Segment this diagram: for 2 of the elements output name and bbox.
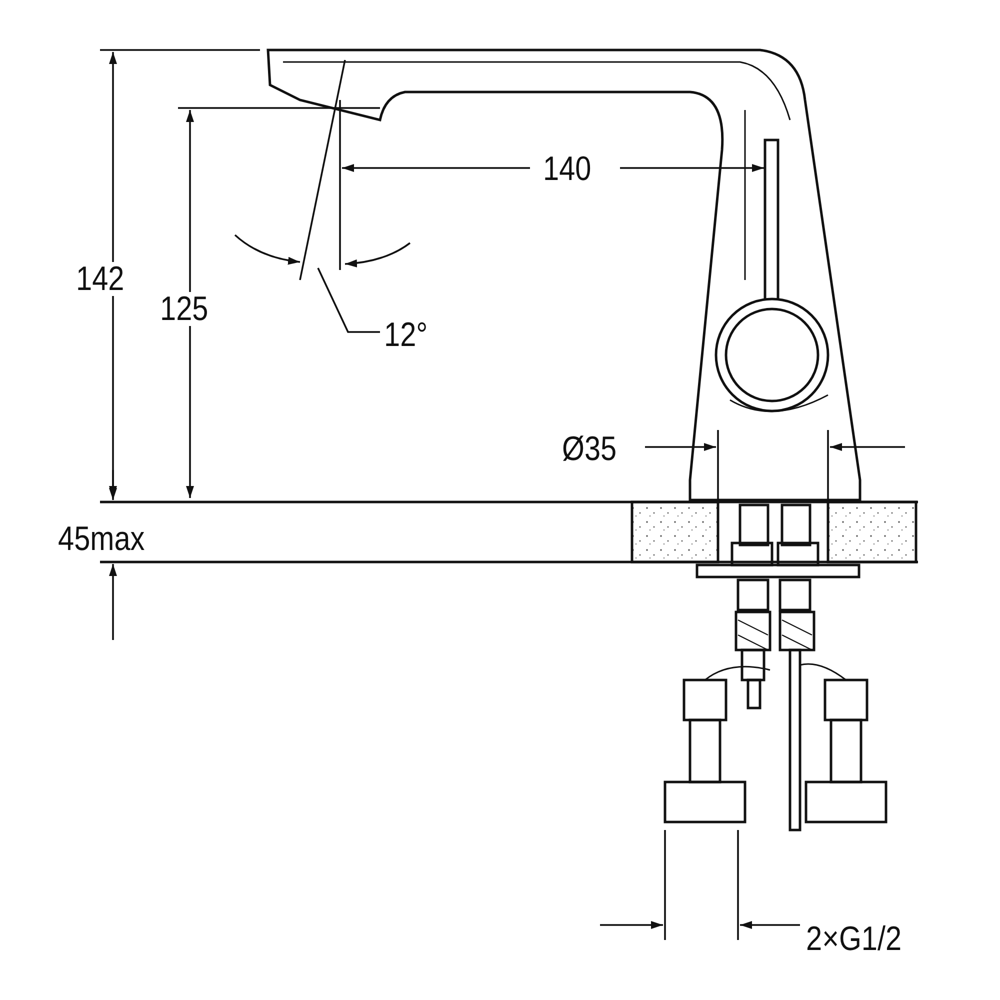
dimension-label: 125 bbox=[160, 292, 208, 326]
dimension-label: 142 bbox=[76, 262, 124, 296]
